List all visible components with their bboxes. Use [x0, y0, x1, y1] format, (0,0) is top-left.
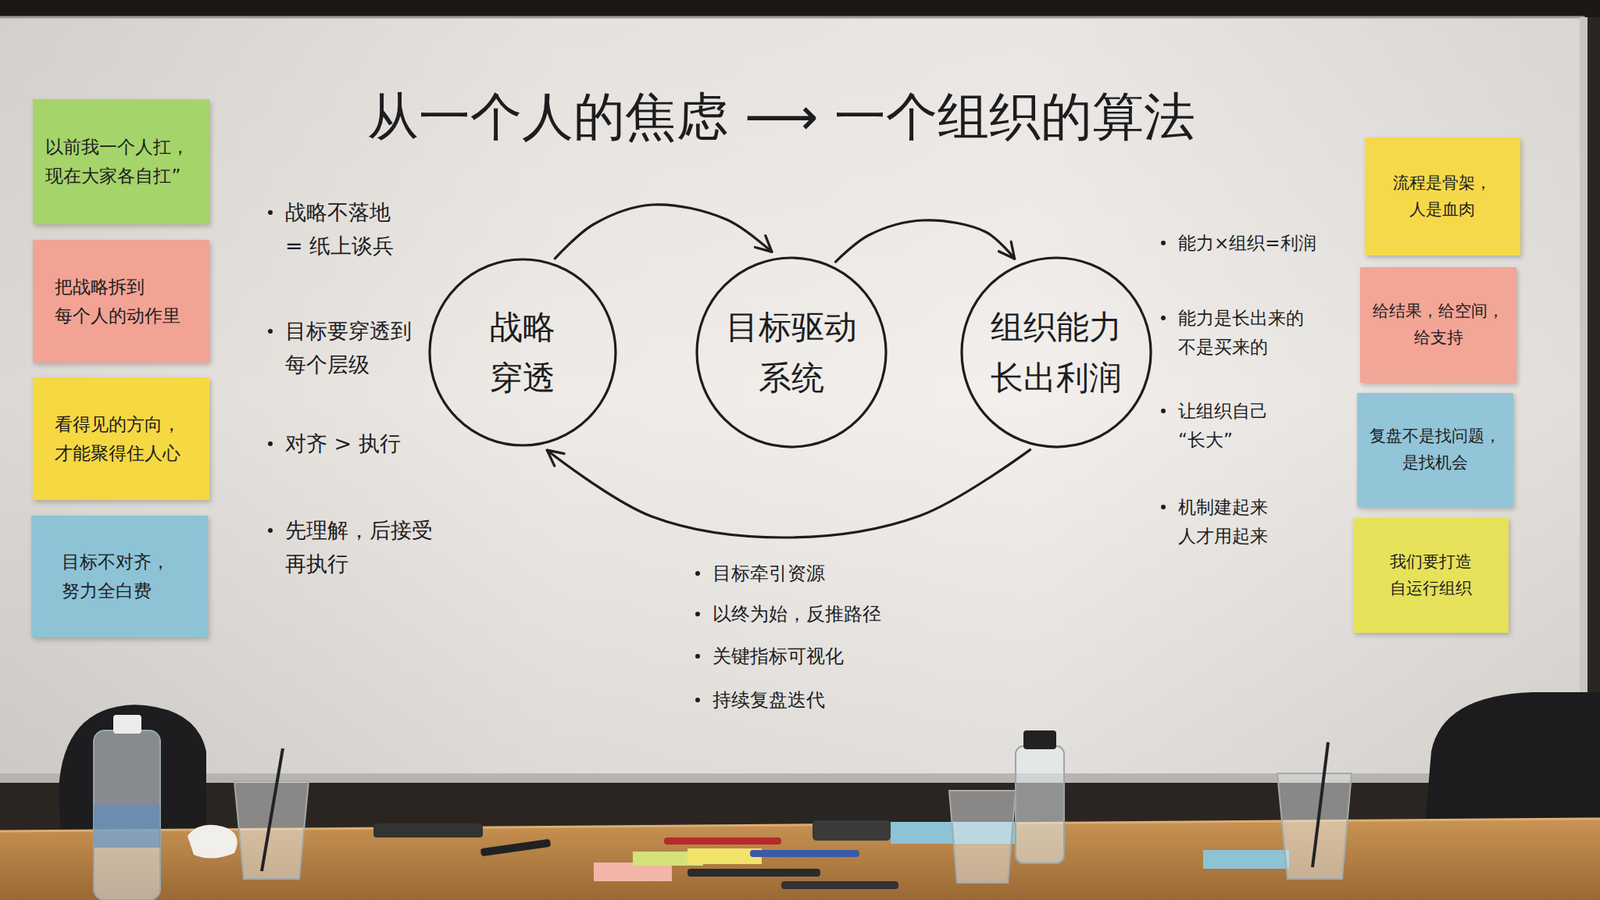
bullet-dot	[1160, 315, 1166, 321]
water-bottle	[93, 730, 161, 900]
bullet-dot	[695, 697, 700, 703]
cup	[949, 790, 1016, 883]
bullet-item: 机制建起来 人才用起来	[1160, 492, 1275, 551]
flow-arrow	[554, 204, 772, 259]
phone	[812, 820, 891, 841]
water-bottle	[1015, 746, 1065, 864]
bullet-item: 先理解，后接受 再执行	[267, 513, 442, 581]
flow-arrow	[835, 220, 1015, 262]
circle-outline	[429, 259, 616, 446]
bottle-label	[93, 804, 161, 848]
board-frame	[1579, 17, 1588, 779]
sticky-note: 我们要打造 自运行组织	[1353, 517, 1509, 633]
marker-pen	[750, 850, 860, 858]
straw	[1312, 742, 1329, 868]
bullet-dot	[1160, 504, 1166, 510]
bullet-item: 持续复盘迭代	[695, 685, 825, 715]
bullet-note: 能力是长出来的 不是买来的	[1178, 303, 1311, 362]
sticky-pad	[687, 848, 762, 865]
note-text: 流程是骨架， 人是血肉	[1389, 170, 1495, 223]
marker-pen	[480, 839, 552, 857]
circle-outline	[695, 256, 888, 449]
bullet-dot	[267, 528, 273, 533]
circle-outline	[961, 257, 1151, 447]
bullet-dot	[267, 441, 273, 447]
circle-outline	[960, 256, 1153, 449]
bullet-note: 先理解，后接受 再执行	[285, 513, 442, 581]
note-text: 复盘不是找问题， 是找机会	[1366, 423, 1504, 476]
circle-outline	[428, 257, 618, 447]
cup	[234, 781, 309, 879]
sticky-note: 目标不对齐， 努力全白费	[31, 515, 208, 638]
whiteboard-shade	[0, 17, 1584, 777]
bullet-dot	[1160, 240, 1166, 246]
process-circle: 目标驱动 系统	[695, 256, 888, 449]
bullet-item: 目标要穿透到 每个层级	[267, 314, 421, 382]
process-circle: 战略 穿透	[428, 257, 618, 447]
bullet-dot	[695, 571, 700, 576]
bullet-note: 机制建起来 人才用起来	[1178, 492, 1275, 551]
title: 从一个人的焦虑 ⟶ 一个组织的算法	[0, 85, 1563, 148]
note-text: 目标不对齐， 努力全白费	[61, 547, 177, 606]
bullet-note: 战略不落地 = 纸上谈兵	[285, 195, 402, 263]
sticky-note: 看得见的方向， 才能聚得住人心	[32, 377, 210, 500]
bullet-note: 目标牵引资源	[712, 558, 825, 589]
ceiling-strip	[0, 0, 1600, 18]
bullet-note: 能力×组织=利润	[1178, 228, 1317, 258]
bullet-note: 让组织自己 “长大”	[1178, 396, 1275, 455]
bullet-note: 持续复盘迭代	[712, 685, 825, 715]
note-text: 看得见的方向， 才能聚得住人心	[54, 410, 188, 468]
sticky-pad	[1203, 850, 1290, 869]
circle-outline	[696, 257, 886, 447]
note-text: 给结果，给空间， 给支持	[1369, 298, 1508, 351]
circle-label: 目标驱动 系统	[719, 301, 865, 404]
bullet-dot	[267, 328, 273, 334]
bullet-item: 关键指标可视化	[695, 641, 844, 672]
bullet-note: 以终为始，反推路径	[712, 599, 882, 629]
marker-pen	[781, 881, 899, 890]
sticky-note: 给结果，给空间， 给支持	[1360, 267, 1517, 383]
bottle-cap	[1023, 730, 1057, 750]
bullet-item: 目标牵引资源	[695, 558, 825, 589]
bullet-dot	[695, 611, 700, 617]
bullet-note: 对齐 > 执行	[285, 426, 401, 461]
bullet-item: 战略不落地 = 纸上谈兵	[267, 195, 402, 263]
bullet-note: 目标要穿透到 每个层级	[285, 314, 421, 382]
straw	[261, 748, 283, 872]
bullet-item: 能力×组织=利润	[1160, 228, 1317, 258]
bullet-item: 能力是长出来的 不是买来的	[1160, 303, 1311, 362]
bullet-item: 以终为始，反推路径	[695, 599, 882, 629]
note-text: 把战略拆到 每个人的动作里	[54, 272, 188, 331]
marker-pen	[664, 837, 782, 845]
bullet-dot	[695, 653, 700, 659]
phone	[373, 823, 483, 838]
note-text: 以前我一个人扛， 现在大家各自扛”	[45, 132, 197, 191]
bottle-cap	[113, 714, 142, 734]
bullet-item: 对齐 > 执行	[267, 426, 401, 461]
bullet-note: 关键指标可视化	[712, 641, 844, 672]
bullet-dot	[1160, 408, 1166, 414]
whiteboard	[0, 17, 1584, 777]
napkin	[187, 825, 238, 859]
circle-label: 组织能力 长出利润	[984, 301, 1129, 404]
bullet-dot	[267, 210, 273, 215]
process-circle: 组织能力 长出利润	[960, 256, 1153, 449]
bullet-item: 让组织自己 “长大”	[1160, 396, 1275, 455]
sticky-note: 复盘不是找问题， 是找机会	[1357, 392, 1514, 508]
sticky-note: 流程是骨架， 人是血肉	[1364, 137, 1521, 256]
marker-pen	[687, 868, 821, 877]
sticky-note: 把战略拆到 每个人的动作里	[32, 239, 210, 363]
circle-label: 战略 穿透	[483, 301, 563, 404]
sticky-note: 以前我一个人扛， 现在大家各自扛”	[32, 99, 210, 225]
note-text: 我们要打造 自运行组织	[1386, 549, 1475, 602]
flow-arrow	[546, 450, 1030, 538]
